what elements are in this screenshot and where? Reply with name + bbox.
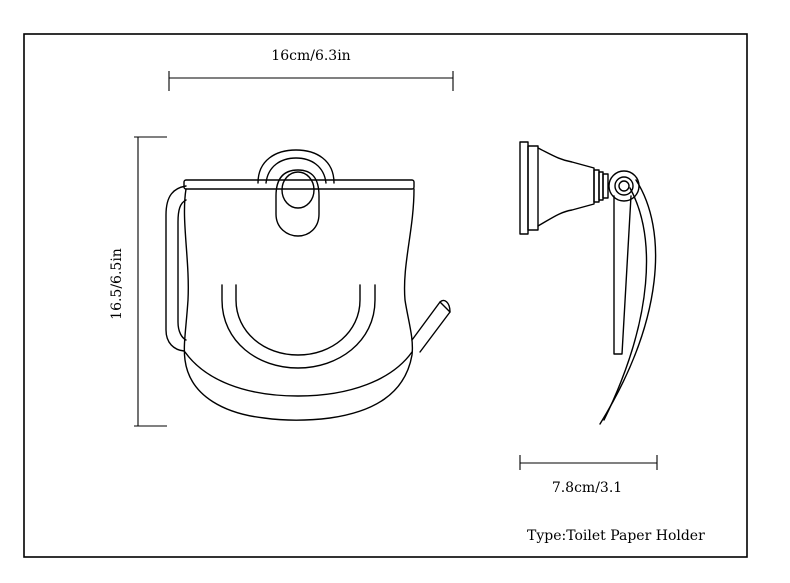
- depth-dimension: 7.8cm/3.1: [519, 455, 658, 496]
- center-knob: [275, 169, 320, 237]
- side-neck: [537, 147, 595, 227]
- u-cutout: [221, 284, 376, 369]
- height-dimension: 16.5/6.5in: [109, 136, 167, 427]
- cover-body: [183, 188, 415, 421]
- product-type-caption: Type:Toilet Paper Holder: [527, 528, 705, 544]
- side-wall-plate: [519, 141, 529, 235]
- drawing-frame: [23, 33, 748, 558]
- side-cover-curve: [599, 179, 657, 425]
- side-arm: [613, 195, 632, 355]
- width-dimension: 16cm/6.3in: [168, 48, 454, 91]
- front-view: [165, 149, 451, 421]
- top-bar: [183, 179, 415, 190]
- side-view: [519, 141, 657, 425]
- height-label: 16.5/6.5in: [109, 248, 125, 320]
- depth-label: 7.8cm/3.1: [552, 480, 622, 496]
- width-label: 16cm/6.3in: [271, 48, 350, 64]
- mount-ring: [257, 149, 335, 184]
- right-lever: [411, 301, 451, 353]
- left-arm: [165, 185, 187, 352]
